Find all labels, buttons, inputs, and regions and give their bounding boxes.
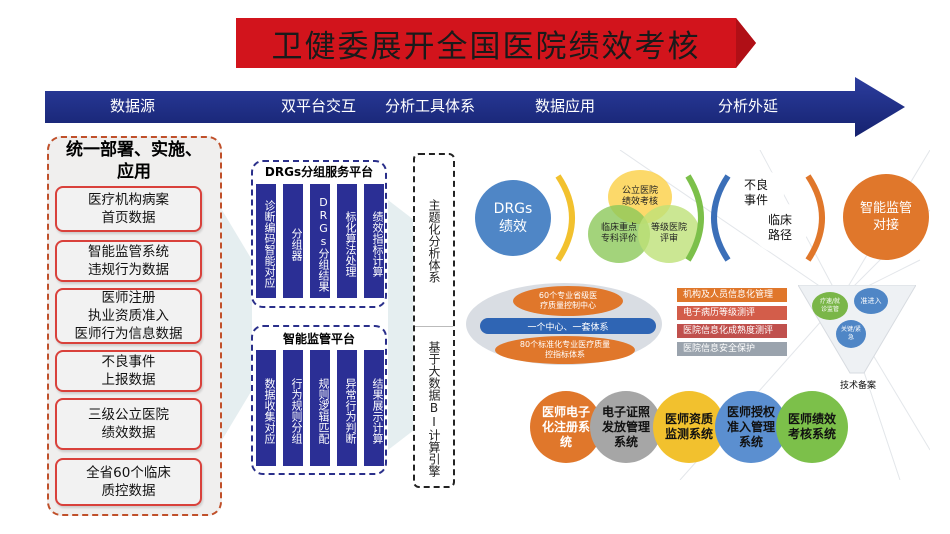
smart-col-anomaly-judgment: 异常行为判断 xyxy=(337,350,357,466)
smart-col-rule-grouping: 行为规则分组 xyxy=(283,350,303,466)
smart-supervision-circle: 智能监管 对接 xyxy=(843,174,929,260)
arrow-label-data-application: 数据应用 xyxy=(535,97,596,115)
drg-col-code-mapping: 诊断编码智能对应 xyxy=(256,184,276,298)
smart-platform-title: 智能监管平台 xyxy=(282,332,355,346)
bar-emr-evaluation: 电子病历等级测评 xyxy=(677,306,787,320)
data-source-heading: 统一部署、实施、 应用 xyxy=(66,140,202,182)
qc-indicator-ellipse: 80个标准化专业医疗质量 控指标体系 xyxy=(495,336,635,364)
bottom-e-license: 电子证照 发放管理 系统 xyxy=(590,391,662,463)
funnel-item-access: 准进入 xyxy=(854,288,888,314)
drg-col-indicator-calc: 绩效指标计算 xyxy=(364,184,384,298)
analysis-system-frame xyxy=(413,153,455,488)
source-hospital-performance: 三级公立医院 绩效数据 xyxy=(55,398,202,450)
analysis-topic-system: 主题化分析体系 xyxy=(427,199,441,283)
arrow-label-dual-platform: 双平台交互 xyxy=(281,97,357,115)
bottom-qualification-monitoring: 医师资质 监测系统 xyxy=(653,391,725,463)
one-center-bar: 一个中心、一套体系 xyxy=(480,318,656,334)
drgs-performance-circle: DRGs 绩效 xyxy=(475,180,551,256)
source-adverse-events: 不良事件 上报数据 xyxy=(55,350,202,392)
bar-security-protection: 医院信息安全保护 xyxy=(677,342,787,356)
bottom-physician-registration: 医师电子 化注册系 统 xyxy=(530,391,602,463)
source-smart-supervision: 智能监管系统 违规行为数据 xyxy=(55,240,202,282)
source-clinical-qc: 全省60个临床 质控数据 xyxy=(55,458,202,506)
arrow-label-analysis-extension: 分析外延 xyxy=(718,97,779,115)
funnel-item-key: 关键/紧 急 xyxy=(836,320,866,348)
qc-center-ellipse: 60个专业省级医 疗质量控制中心 xyxy=(513,286,623,316)
source-medical-record: 医疗机构病案 首页数据 xyxy=(55,186,202,232)
smart-col-data-collection: 数据收集对应 xyxy=(256,350,276,466)
smart-col-result-display: 结果展示计算 xyxy=(364,350,384,466)
drg-col-grouper: 分组器 xyxy=(283,184,303,298)
title-banner xyxy=(236,18,756,68)
source-physician-registration: 医师注册 执业资质准入 医师行为信息数据 xyxy=(55,288,202,344)
arrow-label-analysis-tools: 分析工具体系 xyxy=(385,97,476,115)
smart-col-rule-matching: 规则逻辑匹配 xyxy=(310,350,330,466)
drg-platform-title: DRGs分组服务平台 xyxy=(264,165,374,179)
bar-maturity-evaluation: 医院信息化成熟度测评 xyxy=(677,324,787,338)
bar-info-management: 机构及人员信息化管理 xyxy=(677,288,787,302)
bottom-authorization-access: 医师授权 准入管理 系统 xyxy=(715,391,787,463)
funnel-item-visit: 疗速/就 诊监管 xyxy=(812,292,848,320)
analysis-bi-engine: 基于大数据BI计算引擎 xyxy=(427,341,441,477)
clinical-pathway-circle: 临床 路径 xyxy=(752,203,808,253)
analysis-divider xyxy=(415,326,453,327)
drg-col-standardization: 标化算法处理 xyxy=(337,184,357,298)
arc-orange xyxy=(805,174,825,262)
tech-filing-label: 技术备案 xyxy=(839,381,876,391)
page-title: 卫健委展开全国医院绩效考核 xyxy=(271,28,701,65)
arrow-label-data-source: 数据源 xyxy=(110,97,156,115)
arc-green-blue xyxy=(685,174,731,262)
process-arrow xyxy=(45,77,905,137)
arc-yellow xyxy=(555,174,575,262)
drg-col-group-result: DRGs分组结果 xyxy=(310,184,330,298)
connector-mid xyxy=(388,200,414,450)
connector-left xyxy=(222,210,252,440)
bottom-performance-assessment: 医师绩效 考核系统 xyxy=(776,391,848,463)
